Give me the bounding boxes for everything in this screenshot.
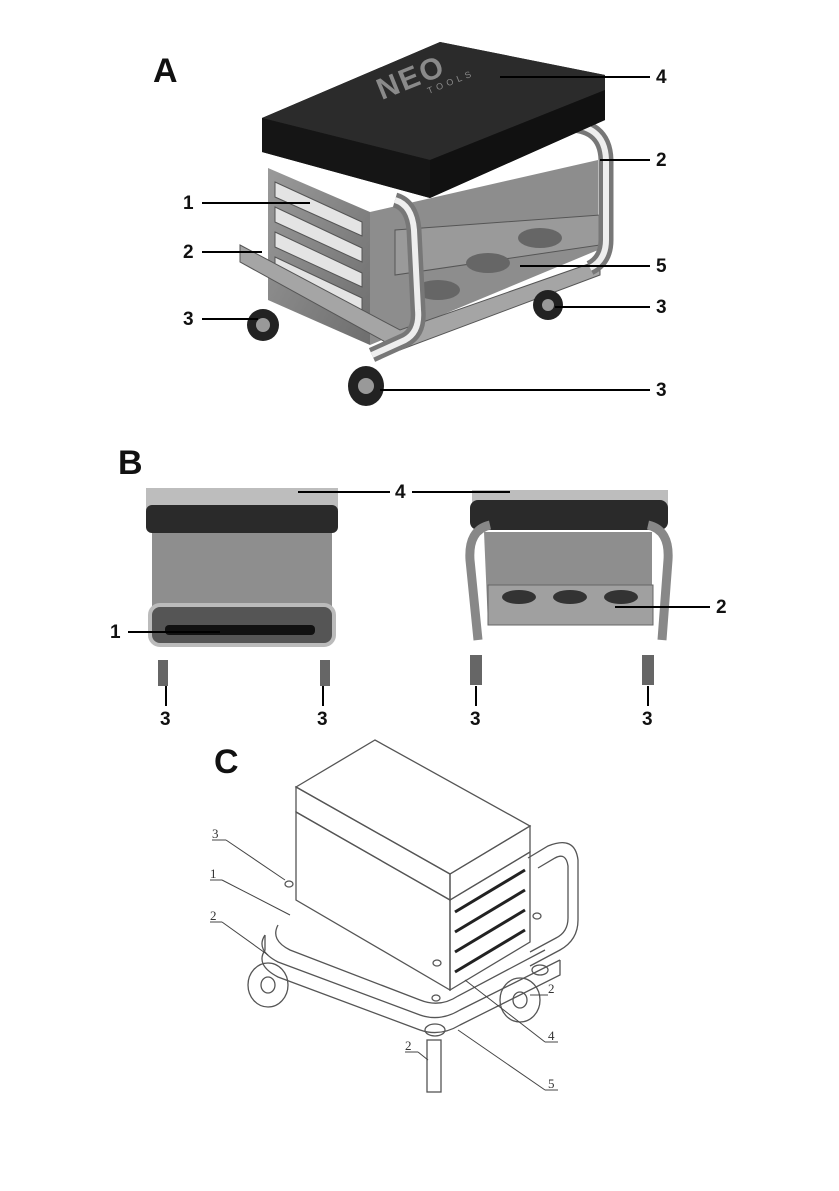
label-a-handle: 2	[656, 151, 667, 170]
tray-hole	[466, 253, 510, 273]
label-c-3: 3	[212, 827, 219, 840]
figure-b-photos	[128, 488, 710, 706]
label-c-2-left: 2	[210, 909, 217, 922]
label-a-caster-front: 3	[656, 381, 667, 400]
figure-c-drawing	[210, 740, 578, 1092]
label-b-caster-3: 3	[470, 710, 481, 729]
cabinet-front	[296, 812, 450, 990]
section-letter-b: B	[118, 446, 143, 480]
label-b-caster-2: 3	[317, 710, 328, 729]
caster-right-1	[470, 655, 482, 685]
handle-frame	[528, 843, 578, 966]
label-a-caster-right: 3	[656, 298, 667, 317]
label-b-caster-4: 3	[642, 710, 653, 729]
caster-left-1	[158, 660, 168, 686]
label-c-5: 5	[548, 1077, 555, 1090]
label-c-1: 1	[210, 867, 217, 880]
label-b-tray: 2	[716, 598, 727, 617]
label-b-caster-1: 3	[160, 710, 171, 729]
caster-right-2	[642, 655, 654, 685]
tray-hole	[518, 228, 562, 248]
label-c-4: 4	[548, 1029, 555, 1042]
label-a-frame: 2	[183, 243, 194, 262]
seat-cushion-left	[146, 505, 338, 533]
section-letter-a: A	[153, 54, 178, 88]
caster-left-2	[320, 660, 330, 686]
label-c-2-front: 2	[405, 1039, 412, 1052]
section-letter-c: C	[214, 745, 239, 779]
label-b-drawer: 1	[110, 623, 121, 642]
label-a-tray: 5	[656, 257, 667, 276]
label-a-drawers: 1	[183, 194, 194, 213]
drawer-slot	[165, 625, 315, 635]
label-a-seat: 4	[656, 68, 667, 87]
label-a-caster-left: 3	[183, 310, 194, 329]
label-b-seat: 4	[395, 483, 406, 502]
label-c-2-right: 2	[548, 982, 555, 995]
seat-cushion-right	[470, 500, 668, 530]
